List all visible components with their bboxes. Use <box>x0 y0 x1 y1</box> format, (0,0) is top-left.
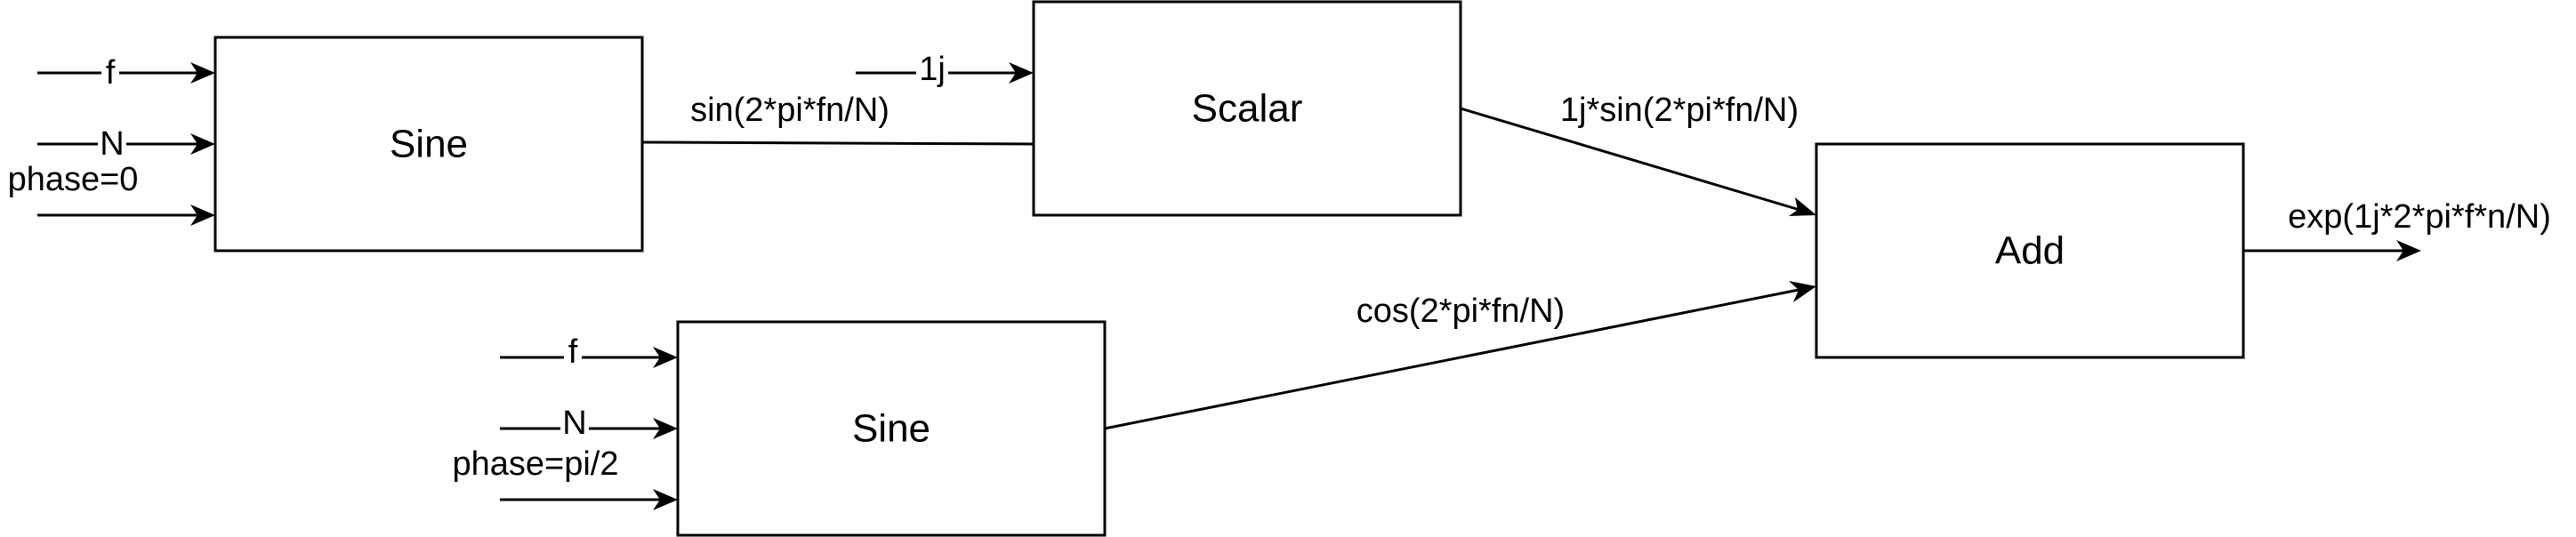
scalar-block-label: Scalar <box>1192 87 1303 131</box>
sine-block-bottom[interactable]: Sine <box>676 320 1107 537</box>
input-phase-bottom: phase=pi/2 <box>453 445 678 510</box>
input-n-bottom-label: N <box>562 405 586 442</box>
edge-sine-bottom-to-add: cos(2*pi*fn/N) <box>1104 281 1816 430</box>
input-phase-bottom-label: phase=pi/2 <box>453 445 619 483</box>
add-block[interactable]: Add <box>1815 142 2245 359</box>
scalar-block[interactable]: Scalar <box>1032 0 1462 217</box>
input-1j: 1j <box>856 51 1034 89</box>
edge-scalar-label: 1j*sin(2*pi*fn/N) <box>1560 92 1799 129</box>
input-n-bottom: N <box>500 405 678 445</box>
input-n-top: N <box>37 124 215 163</box>
edge-scalar-to-add: 1j*sin(2*pi*fn/N) <box>1460 91 1816 216</box>
edge-sine-top-label: sin(2*pi*fn/N) <box>690 92 890 129</box>
input-n-top-label: N <box>100 125 124 163</box>
input-1j-label: 1j <box>919 51 946 88</box>
input-phase-top-label: phase=0 <box>8 161 139 198</box>
add-block-label: Add <box>1995 229 2065 273</box>
edge-sine-top-to-scalar: sin(2*pi*fn/N) <box>641 92 1034 146</box>
edge-sine-bottom-label: cos(2*pi*fn/N) <box>1356 293 1565 330</box>
edge-add-output-label: exp(1j*2*pi*f*n/N) <box>2288 198 2551 236</box>
edge-add-output: exp(1j*2*pi*f*n/N) <box>2243 198 2551 261</box>
sine-block-top-label: Sine <box>390 123 468 166</box>
input-f-top: f <box>37 53 215 92</box>
sine-block-bottom-label: Sine <box>852 407 930 451</box>
input-f-bottom-label: f <box>568 333 578 371</box>
input-phase-top: phase=0 <box>8 161 215 226</box>
input-f-top-label: f <box>106 54 116 92</box>
sine-block-top[interactable]: Sine <box>213 36 644 252</box>
input-f-bottom: f <box>500 333 678 373</box>
